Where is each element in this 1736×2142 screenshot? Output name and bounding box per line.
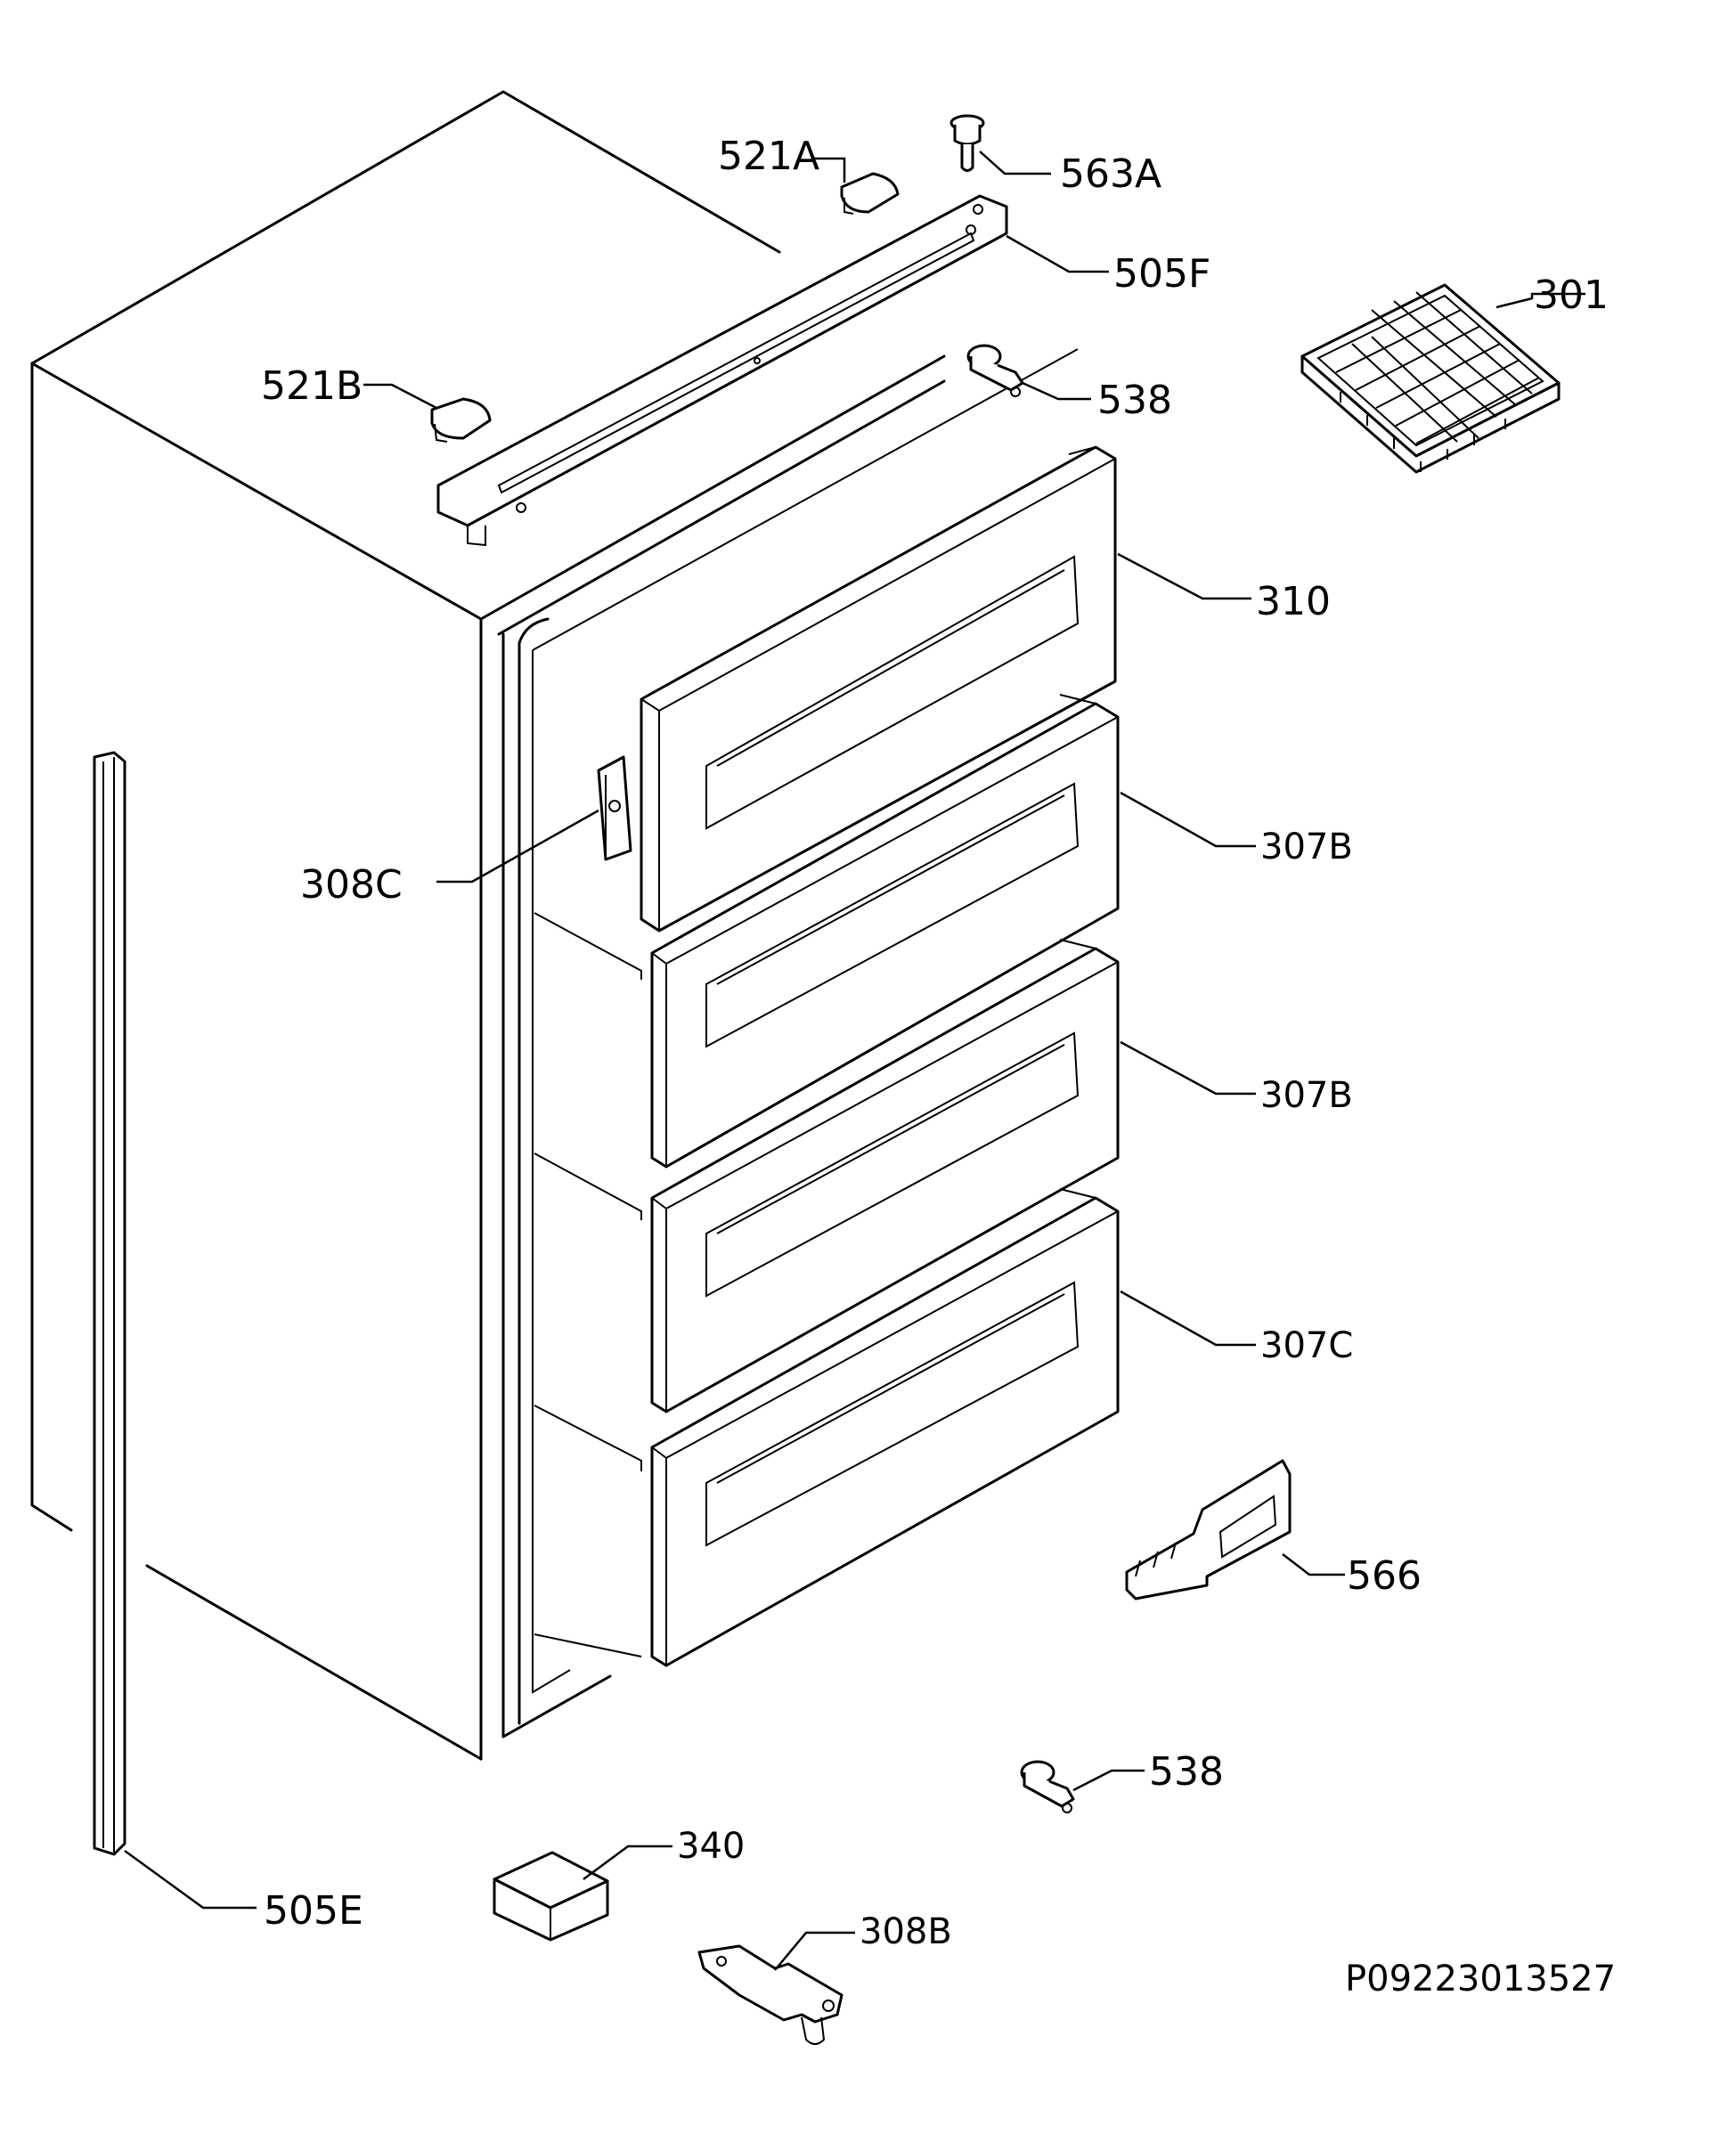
freezer-cabinet <box>30 90 1079 1761</box>
block-340 <box>493 1851 609 1942</box>
clip-521B <box>430 397 492 443</box>
label-538-bottom: 538 <box>1149 1749 1224 1795</box>
leader-lines <box>124 151 1585 1971</box>
hinge-538-bottom <box>1020 1760 1075 1813</box>
label-521A: 521A <box>718 134 819 179</box>
label-340: 340 <box>677 1826 745 1867</box>
label-521B: 521B <box>261 363 363 409</box>
label-505F: 505F <box>1113 251 1210 297</box>
drawer-307B-middle <box>534 939 1120 1413</box>
label-505E: 505E <box>264 1888 363 1934</box>
drawer-307B-upper <box>534 694 1120 1169</box>
hinge-308B <box>697 1944 844 2045</box>
label-310: 310 <box>1256 579 1331 624</box>
label-308B: 308B <box>860 1911 952 1952</box>
ice-tray-301 <box>1300 283 1561 474</box>
label-307B-upper: 307B <box>1260 827 1353 867</box>
clip-521A <box>840 172 900 215</box>
label-301: 301 <box>1534 273 1609 318</box>
label-563A: 563A <box>1060 151 1161 197</box>
drawer-307C <box>534 1188 1120 1667</box>
hinge-538-top <box>966 344 1024 397</box>
label-308C: 308C <box>300 862 403 908</box>
label-538-top: 538 <box>1097 378 1172 423</box>
label-307C: 307C <box>1260 1325 1353 1366</box>
flap-310 <box>640 445 1117 933</box>
handle-566 <box>1125 1459 1292 1600</box>
reference-code: P09223013527 <box>1345 1959 1616 1999</box>
label-307B-middle: 307B <box>1260 1075 1353 1116</box>
top-rail-505F <box>436 194 1008 547</box>
door-seal-505E <box>93 751 126 1856</box>
screw-563A <box>950 114 985 172</box>
bracket-308C <box>597 755 632 861</box>
part-labels: 521A 563A 505F 301 521B 538 310 307B 308… <box>261 134 1616 1999</box>
label-566: 566 <box>1347 1553 1422 1599</box>
